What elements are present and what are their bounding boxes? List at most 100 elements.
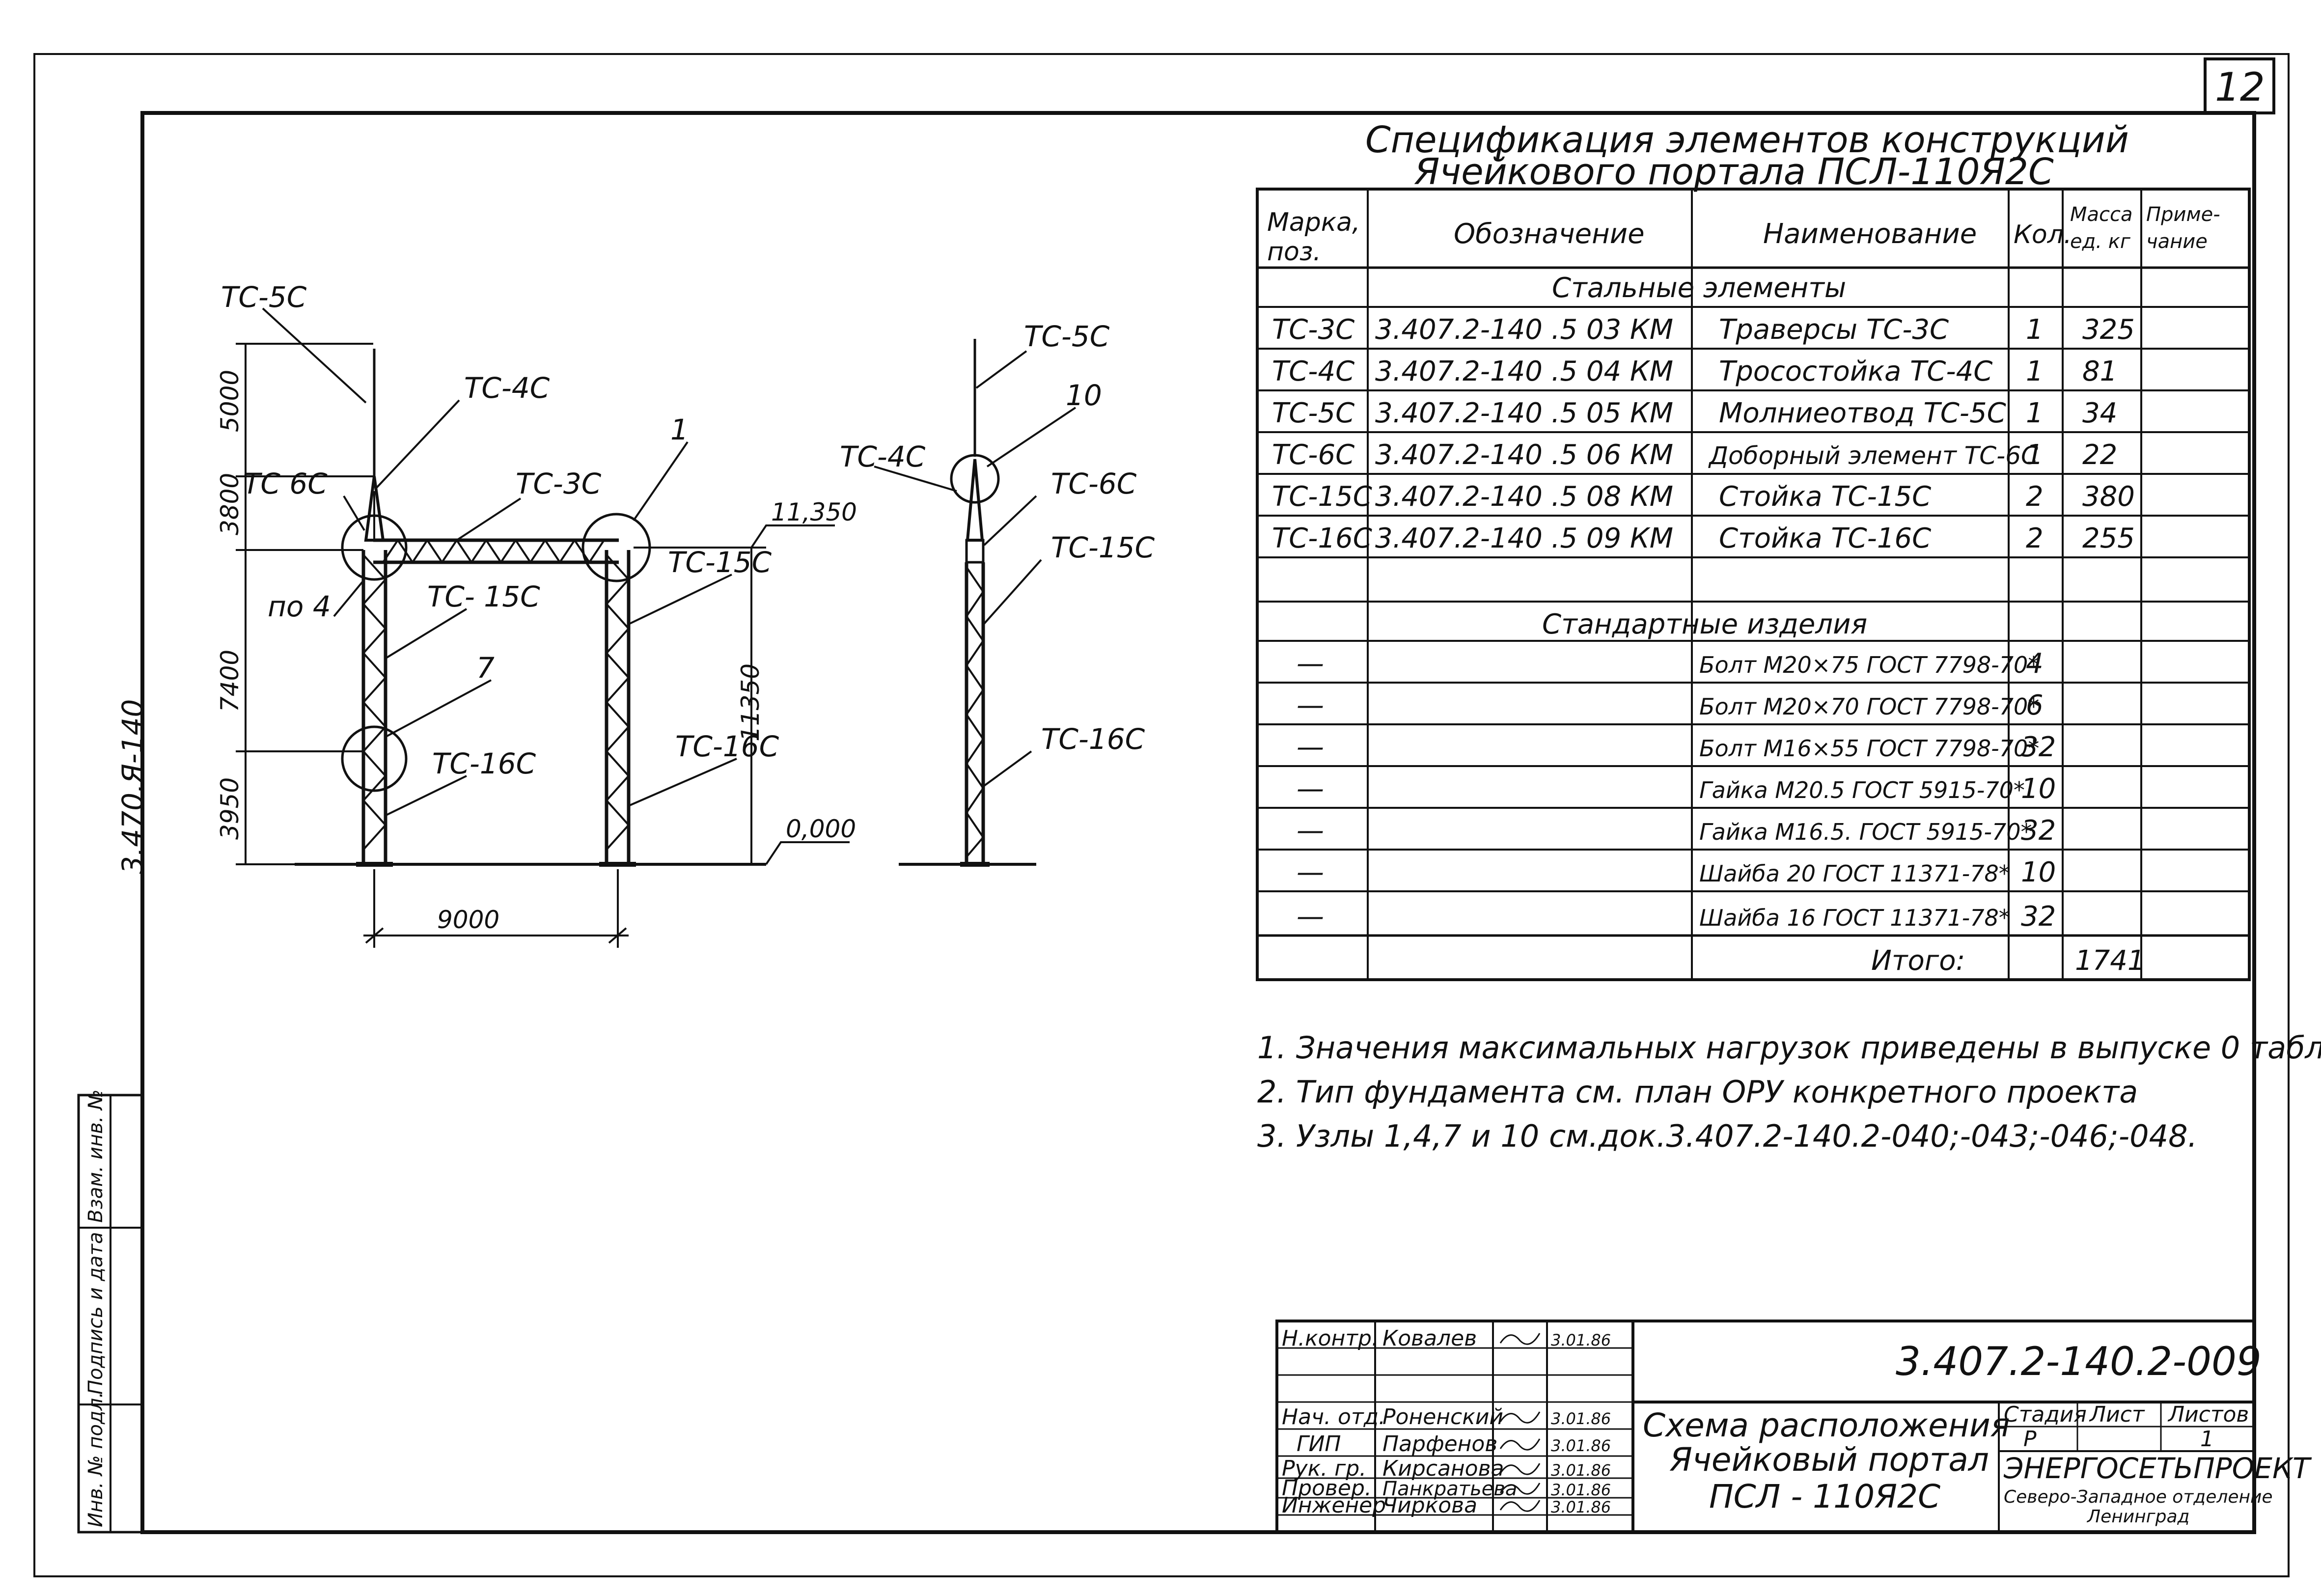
cell-designation: 3.407.2-140 .5 05 КМ [1375, 397, 1673, 429]
hdr-mark-1: Марка, [1267, 208, 1360, 237]
cell-name: Шайба 20 ГОСТ 11371-78* [1699, 860, 2010, 887]
tb-row: Нач. отд. Роненский 3.01.86 [1282, 1404, 1611, 1430]
org-branch: Северо-Западное отделение [2004, 1487, 2273, 1507]
cell-mass: 380 [2082, 481, 2135, 513]
hdr-note-1: Приме- [2146, 203, 2220, 226]
node-circle-4 [341, 514, 408, 581]
span-dimension: 9000 [363, 869, 629, 948]
sheet-border: 12 [33, 53, 2290, 1577]
left-strip: Инв. № подл. Подпись и дата Взам. инв. №… [77, 699, 149, 1534]
level-ground: 0,000 [786, 815, 856, 843]
side-label-tc16c: ТС-16С [1041, 722, 1145, 756]
strip-sign-label: Подпись и дата [84, 1232, 107, 1395]
cell-designation: 3.407.2-140 .5 04 КМ [1375, 356, 1673, 387]
section-steel: Стальные элементы [1552, 272, 1846, 304]
stage-label: Стадия [2004, 1402, 2087, 1427]
standard-row: — Гайка М20.5 ГОСТ 5915-70* 10 [1297, 773, 2056, 805]
cell-qty: 1 [2026, 439, 2044, 471]
cell-mass: 22 [2082, 439, 2117, 471]
cell-designation: 3.407.2-140 .5 06 КМ [1375, 439, 1673, 471]
cell-name: Шайба 16 ГОСТ 11371-78* [1699, 905, 2010, 931]
cell-qty: 6 [2026, 689, 2044, 721]
tb-row: Н.контр. Ковалев 3.01.86 [1282, 1326, 1611, 1351]
tb-row: Рук. гр. Кирсанова 3.01.86 [1282, 1456, 1611, 1481]
page-number: 12 [2215, 64, 2265, 110]
dim-7400: 7400 [216, 650, 244, 712]
tb-row: ГИП Парфенов 3.01.86 [1297, 1431, 1611, 1457]
spec-title-line1: Спецификация элементов конструкций [1365, 119, 2129, 161]
cell-mark: — [1297, 731, 1324, 763]
cell-mark: — [1297, 648, 1324, 680]
side-label-tc5c: ТС-5С [1024, 320, 1110, 353]
note-3: 3. Узлы 1,4,7 и 10 см.док.3.407.2-140.2-… [1257, 1118, 2197, 1154]
tb-date: 3.01.86 [1551, 1409, 1611, 1428]
tb-name: Роненский [1382, 1404, 1503, 1430]
label-tc4c: ТС-4С [464, 371, 550, 405]
standard-row: — Шайба 16 ГОСТ 11371-78* 32 [1297, 901, 2056, 933]
hdr-designation: Обозначение [1454, 218, 1645, 250]
cell-mass: 34 [2082, 397, 2117, 429]
standard-row: — Болт М20×75 ГОСТ 7798-70* 4 [1297, 648, 2044, 680]
side-label-tc6c: ТС-6С [1051, 467, 1137, 500]
sheet-label: Лист [2089, 1402, 2145, 1427]
left-column [356, 550, 393, 867]
notes: 1. Значения максимальных нагрузок привед… [1257, 1030, 2321, 1154]
tb-role: Инженер [1282, 1493, 1386, 1518]
cell-qty: 2 [2026, 481, 2044, 513]
tb-role: Провер. [1282, 1476, 1372, 1501]
tb-name: Ковалев [1382, 1326, 1477, 1351]
cell-mark: — [1297, 815, 1324, 847]
cell-mark: ТС-4С [1272, 356, 1354, 387]
tb-date: 3.01.86 [1551, 1498, 1611, 1516]
strip-replace-label: Взам. инв. № [84, 1089, 107, 1223]
vertical-dimensions: 5000 3800 7400 3950 [216, 343, 373, 865]
label-tc16c-right: ТС-16С [675, 730, 779, 763]
cell-mark: ТС-16С [1272, 523, 1372, 554]
label-tc5c: ТС-5С [221, 280, 307, 314]
traverse-beam [373, 538, 619, 564]
signature [1499, 1463, 1541, 1475]
cell-designation: 3.407.2-140 .5 09 КМ [1375, 523, 1673, 554]
tb-date: 3.01.86 [1551, 1461, 1611, 1480]
hdr-mass-1: Масса [2070, 203, 2133, 226]
hdr-mass-2: ед. кг [2070, 230, 2131, 253]
drawing-title-2: Ячейковый портал [1669, 1441, 1989, 1479]
tb-role: Нач. отд. [1282, 1404, 1385, 1430]
tb-name: Чиркова [1382, 1493, 1477, 1518]
cell-qty: 32 [2021, 901, 2056, 933]
height-dimension: 11350 11,350 0,000 [634, 498, 857, 865]
earth-wire-peak [364, 349, 385, 542]
dim-3950: 3950 [216, 777, 244, 840]
label-tc6c: ТС 6С [243, 467, 328, 500]
tb-row: Инженер Чиркова 3.01.86 [1282, 1493, 1611, 1518]
cell-qty: 1 [2026, 356, 2044, 387]
signature [1499, 1333, 1541, 1345]
title-block: Н.контр. Ковалев 3.01.86 Нач. отд. Ронен… [1275, 1320, 2312, 1534]
cell-mark: — [1297, 856, 1324, 888]
cell-qty: 4 [2026, 648, 2044, 680]
signature [1499, 1411, 1541, 1424]
cell-qty: 10 [2021, 856, 2056, 888]
cell-mass: 255 [2082, 523, 2135, 554]
cell-qty: 2 [2026, 523, 2044, 554]
cell-mass: 81 [2082, 356, 2117, 387]
tb-name: Парфенов [1382, 1431, 1497, 1457]
cell-name: Доборный элемент ТС-6С [1708, 441, 2038, 470]
side-view: ТС-5С 10 ТС-4С ТС-6С ТС-15С ТС-16С [840, 320, 1155, 867]
cell-mark: — [1297, 773, 1324, 805]
drawing-title-1: Схема расположения [1643, 1406, 2010, 1444]
label-tc15c-left: ТС- 15С [427, 580, 540, 613]
tb-role: Рук. гр. [1282, 1456, 1366, 1481]
note-2: 2. Тип фундамента см. план ОРУ конкретно… [1257, 1074, 2138, 1110]
side-label-tc4c: ТС-4С [840, 440, 926, 473]
cell-name: Болт М20×75 ГОСТ 7798-70* [1699, 652, 2039, 678]
standard-row: — Болт М16×55 ГОСТ 7798-70* 32 [1297, 731, 2056, 763]
standard-row: — Гайка М16.5. ГОСТ 5915-70* 32 [1297, 815, 2056, 847]
org-name: ЭНЕРГОСЕТЬПРОЕКТ [2003, 1452, 2312, 1485]
steel-row: ТС-3С 3.407.2-140 .5 03 КМ Траверсы ТС-3… [1272, 314, 2135, 346]
side-label-tc15c: ТС-15С [1051, 531, 1155, 564]
dim-11350: 11350 [736, 663, 765, 742]
tb-role: ГИП [1297, 1431, 1341, 1457]
hdr-name: Наименование [1763, 218, 1977, 250]
dim-9000: 9000 [437, 906, 499, 934]
